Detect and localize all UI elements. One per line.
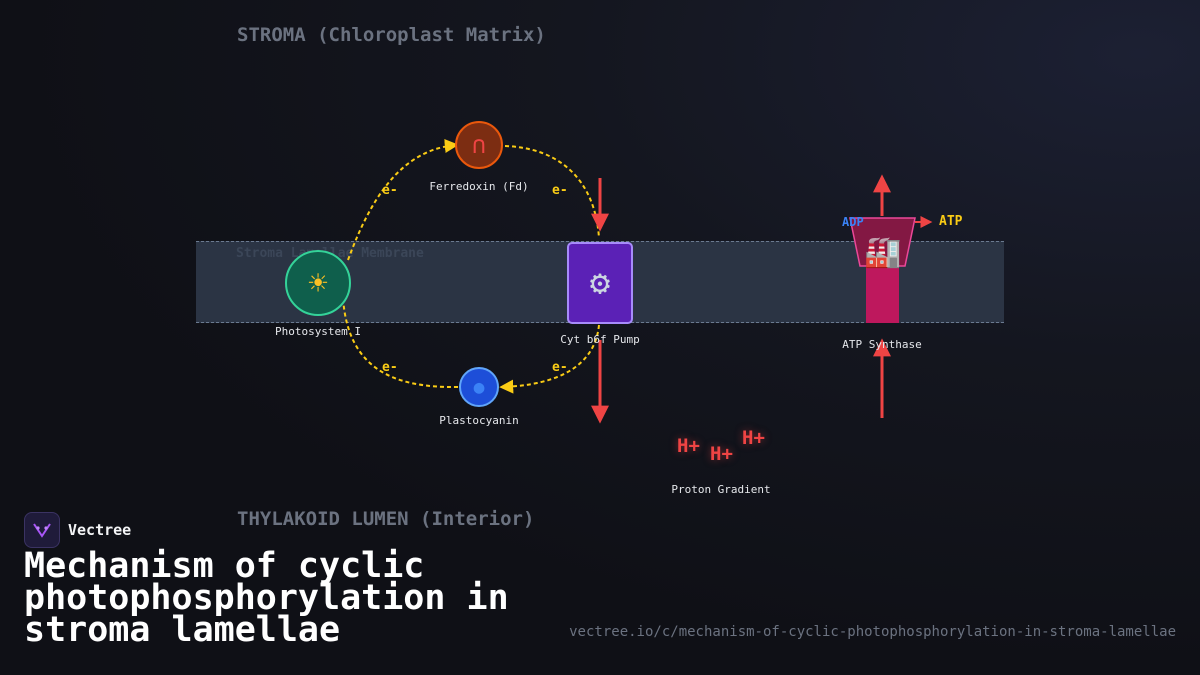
ferredoxin-node: ∩	[455, 121, 503, 169]
proton-label: H+	[710, 443, 733, 465]
atp-synthase-label: ATP Synthase	[842, 338, 922, 351]
plastocyanin-label: Plastocyanin	[439, 414, 519, 427]
page-title: Mechanism of cyclic photophosphorylation…	[24, 546, 509, 650]
brand: Vectree	[24, 512, 131, 548]
atp-synthase-stalk	[866, 266, 899, 323]
plastocyanin-node: ●	[459, 367, 499, 407]
gear-icon: ⚙	[589, 263, 611, 303]
stroma-label: STROMA (Chloroplast Matrix)	[237, 24, 546, 46]
proton-label: H+	[677, 435, 700, 457]
adp-label: ADP	[842, 215, 864, 229]
sun-icon: ☀	[308, 264, 328, 302]
electron-label: e-	[382, 360, 398, 375]
electron-label: e-	[382, 183, 398, 198]
magnet-icon: ∩	[471, 131, 487, 159]
synthase-head	[849, 217, 916, 267]
cytochrome-b6f-node: ⚙	[567, 242, 633, 324]
vectree-logo-icon	[24, 512, 60, 548]
electron-path-ps1-to-fd	[347, 139, 459, 261]
photosystem-i-label: Photosystem I	[274, 325, 362, 338]
electron-label: e-	[552, 360, 568, 375]
ferredoxin-label: Ferredoxin (Fd)	[429, 180, 529, 193]
atp-label: ATP	[939, 214, 963, 229]
lumen-label: THYLAKOID LUMEN (Interior)	[237, 508, 535, 530]
brand-name: Vectree	[68, 521, 132, 539]
cytochrome-b6f-label: Cyt b6f Pump	[560, 333, 640, 346]
electron-path-pc-to-ps1	[342, 297, 459, 389]
electron-label: e-	[552, 183, 568, 198]
blue-circle-icon: ●	[473, 376, 485, 398]
proton-gradient-label: Proton Gradient	[671, 483, 771, 496]
source-url[interactable]: vectree.io/c/mechanism-of-cyclic-photoph…	[569, 624, 1176, 640]
proton-label: H+	[742, 427, 765, 449]
electron-path-cyt-to-pc	[499, 324, 600, 394]
factory-icon: 🏭	[864, 235, 902, 270]
photosystem-i-node: ☀	[285, 250, 351, 316]
